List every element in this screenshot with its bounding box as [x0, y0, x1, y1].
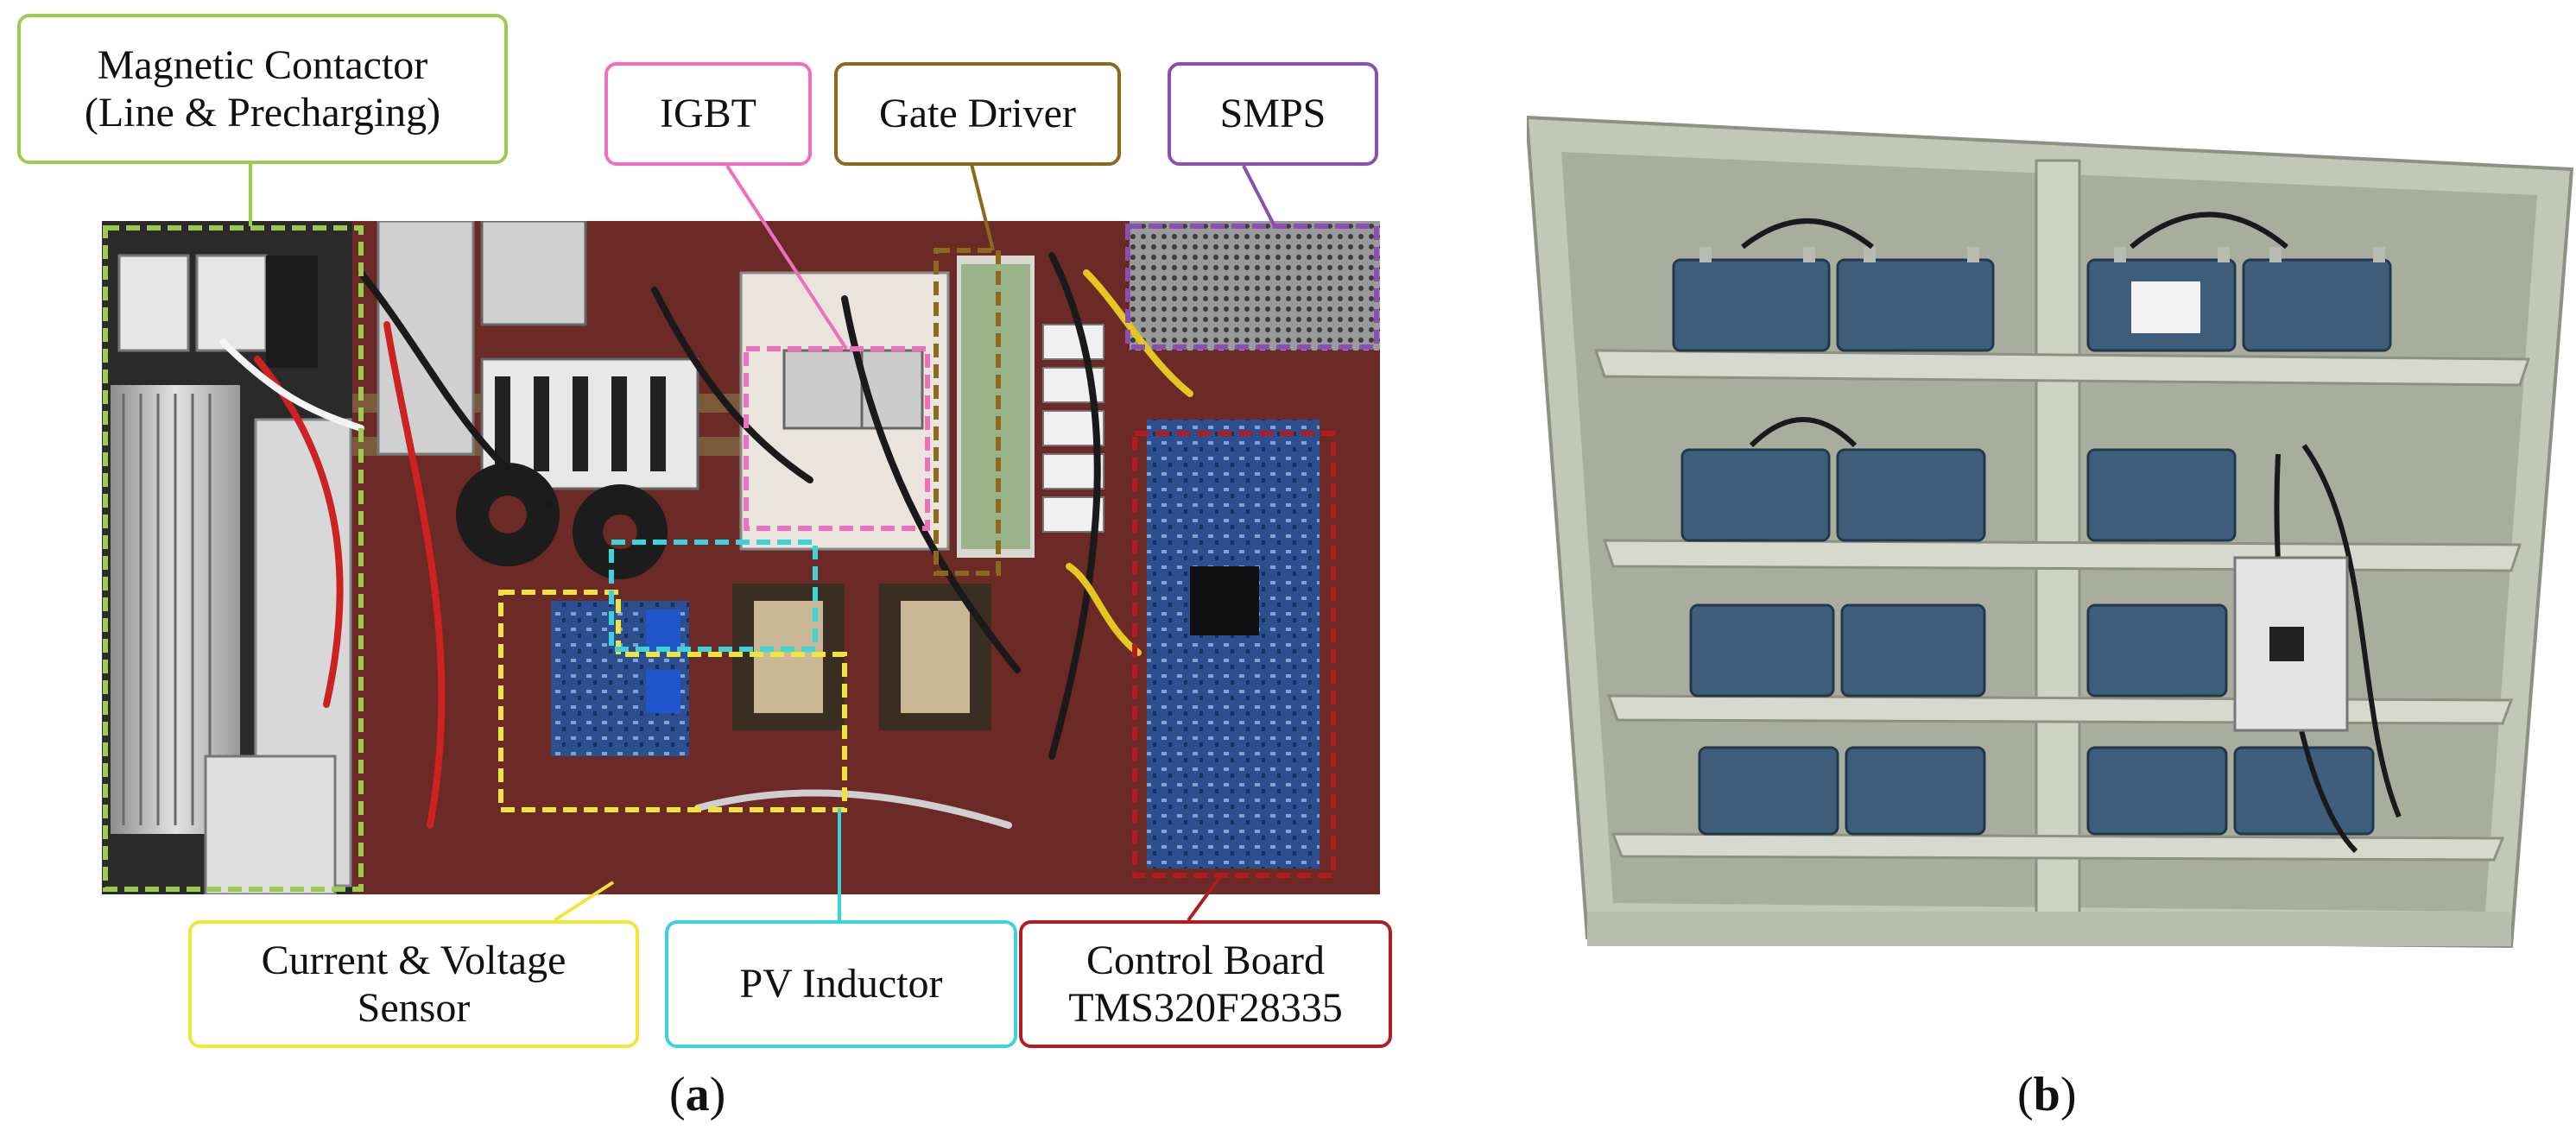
caption-a-letter: a	[685, 1068, 710, 1121]
panel-a-photo	[102, 221, 1380, 894]
label-control-board: Control Board TMS320F28335	[1019, 920, 1392, 1048]
panel-b-photo	[1527, 109, 2576, 955]
caption-b-close: )	[2060, 1068, 2077, 1121]
callout-leader-lines	[249, 163, 1276, 922]
label-gate-driver-text: Gate Driver	[879, 91, 1076, 137]
label-smps: SMPS	[1168, 62, 1378, 166]
label-pv-inductor-text: PV Inductor	[739, 961, 943, 1007]
caption-a-close: )	[709, 1068, 726, 1121]
caption-b-open: (	[2017, 1068, 2034, 1121]
label-pv-inductor: PV Inductor	[665, 920, 1017, 1048]
label-smps-text: SMPS	[1219, 91, 1326, 137]
label-current-voltage-sensor-line1: Current & Voltage	[261, 937, 566, 983]
label-magnetic-contactor: Magnetic Contactor (Line & Precharging)	[17, 14, 508, 164]
caption-a-open: (	[669, 1068, 686, 1121]
label-igbt: IGBT	[604, 62, 812, 166]
label-igbt-text: IGBT	[660, 91, 756, 137]
battery-cabinet-photo	[1527, 115, 2574, 949]
label-current-voltage-sensor: Current & Voltage Sensor	[188, 920, 639, 1048]
label-control-board-line2: TMS320F28335	[1068, 985, 1343, 1031]
caption-b: (b)	[2017, 1067, 2076, 1122]
label-magnetic-contactor-line2: (Line & Precharging)	[84, 90, 441, 136]
caption-b-letter: b	[2033, 1068, 2060, 1121]
inverter-hardware-photo	[102, 221, 1380, 894]
label-magnetic-contactor-line1: Magnetic Contactor	[97, 41, 428, 88]
label-control-board-line1: Control Board	[1086, 937, 1325, 983]
label-current-voltage-sensor-line2: Sensor	[357, 985, 471, 1031]
caption-a: (a)	[669, 1067, 725, 1122]
label-gate-driver: Gate Driver	[834, 62, 1121, 166]
